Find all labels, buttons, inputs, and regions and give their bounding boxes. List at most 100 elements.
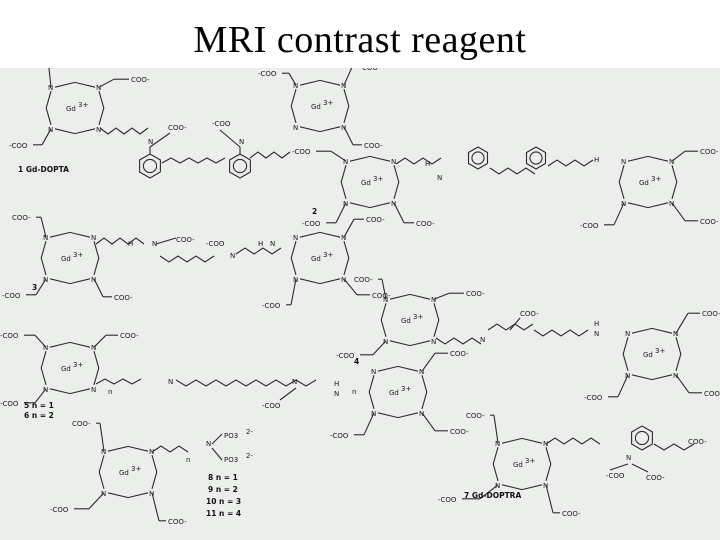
bond [290,241,297,275]
charge-label: 3+ [78,101,88,109]
gadolinium-label: Gd [513,461,523,469]
bond [631,463,649,473]
compound-label: 6 n = 2 [24,411,54,420]
bond [159,255,215,263]
atom-label: N [437,174,442,182]
carboxylate-label: -COO [262,302,281,310]
bond [99,127,149,135]
benzene-ring [467,146,489,170]
nitrogen-label: N [341,124,346,132]
carboxylate-label: COO- [450,350,469,358]
bond [151,492,160,521]
carboxylate-label: COO- [416,220,435,228]
bond [98,455,105,489]
bond [49,278,91,285]
compound-label: 5 n = 1 [24,401,54,410]
bond [622,337,629,371]
bond [349,202,391,209]
bond [618,165,625,199]
bond [368,375,375,409]
carboxylate-label: COO- [12,214,31,222]
nitrogen-label: N [341,82,346,90]
bond [41,128,52,146]
bond [381,279,387,300]
bond [613,202,625,226]
aromatic-circle [142,158,158,174]
carboxylate-label: -COO [330,432,349,440]
carboxylate-label: -COO [580,222,599,230]
bond [363,412,375,436]
charge-label: 3+ [323,99,333,107]
atom-label: -COO [212,120,231,128]
charge-label: 3+ [131,465,141,473]
nitrogen-label: N [43,234,48,242]
aromatic-circle [471,151,485,165]
carboxylate-label: COO- [362,68,381,72]
bond [349,155,391,162]
charge-label: 3+ [413,313,423,321]
carboxylate-label: -COO [0,400,19,408]
bond [627,155,669,162]
bond [149,132,171,148]
gadolinium-label: Gd [639,179,649,187]
nitrogen-label: N [149,448,154,456]
atom-label: H [425,160,430,168]
bond [151,445,189,453]
nitrogen-label: N [495,482,500,490]
nitrogen-label: N [91,276,96,284]
bond [489,167,536,175]
bond [45,91,52,125]
bond [93,334,107,348]
charge-label: 3+ [73,361,83,369]
bond [509,317,521,331]
bond [290,89,297,123]
carboxylate-label: -COO [50,506,69,514]
atom-label: n [352,388,356,396]
bond [95,378,142,385]
nitrogen-label: N [101,448,106,456]
gadolinium-label: Gd [119,469,129,477]
bond [393,202,405,224]
bond [487,323,534,331]
atom-label: -COO [262,402,281,410]
carboxylate-label: COO- [466,290,485,298]
atom-label: 2- [246,452,253,460]
aromatic-circle [529,151,543,165]
nitrogen-label: N [419,368,424,376]
carboxylate-label: -COO [336,352,355,360]
benzene-ring [631,425,653,451]
bond [343,278,358,296]
bond [675,374,690,394]
compound-label: 11 n = 4 [206,509,241,518]
nitrogen-label: N [371,368,376,376]
charge-label: 3+ [655,347,665,355]
nitrogen-label: N [431,296,436,304]
bond [671,150,686,162]
carboxylate-label: -COO [9,142,28,150]
bond [479,484,499,500]
bond [54,81,96,88]
bond [547,159,594,167]
carboxylate-label: COO- [366,216,385,224]
atom-label: n [108,388,112,396]
nitrogen-label: N [625,330,630,338]
atom-label: H [258,240,263,248]
bond [49,341,91,348]
bond [299,126,341,133]
gadolinium-label: Gd [61,365,71,373]
bond [235,247,282,255]
carboxylate-label: COO- [466,412,485,420]
bond [99,423,105,452]
nitrogen-label: N [543,440,548,448]
bond [493,415,499,444]
carboxylate-label: COO- [702,310,720,318]
nitrogen-label: N [621,158,626,166]
gadolinium-label: Gd [401,317,411,325]
atom-label: N [206,440,211,448]
compound-label: 2 [312,207,317,216]
carboxylate-label: COO- [72,420,91,428]
carboxylate-label: COO- [562,510,581,518]
bond [671,165,678,199]
bond [290,278,297,305]
atom-label: H [334,380,339,388]
